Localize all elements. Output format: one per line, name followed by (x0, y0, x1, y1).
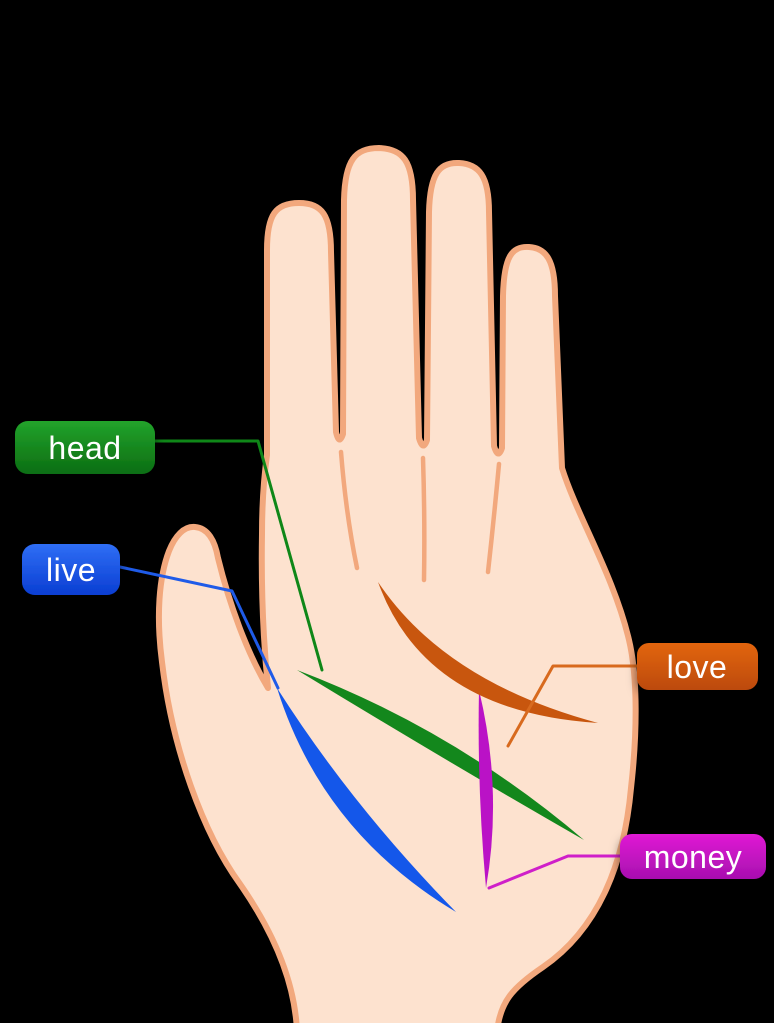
live-connector-line (118, 565, 280, 690)
love-label-background (637, 643, 758, 690)
finger-crease-line (420, 455, 427, 583)
head-label: head (15, 421, 155, 474)
head-connector-line (153, 439, 324, 672)
live-label-background (22, 544, 120, 595)
money-connector-line (487, 854, 622, 890)
finger-crease-line (485, 461, 502, 575)
connectors (118, 439, 639, 890)
love-line (378, 582, 598, 723)
live-label-text: live (46, 552, 96, 588)
money-label-background (620, 834, 766, 879)
love-label-text: love (667, 649, 728, 685)
love-connector-line (506, 664, 639, 748)
head-line (297, 670, 584, 840)
head-label-text: head (48, 430, 121, 466)
finger-creases (338, 449, 502, 583)
finger-crease-line (338, 449, 360, 571)
live-label: live (22, 544, 120, 595)
money-label-text: money (644, 839, 743, 875)
money-line (478, 690, 494, 888)
money-label: money (620, 834, 766, 879)
love-label: love (637, 643, 758, 690)
head-label-background (15, 421, 155, 474)
hand-shape (155, 145, 639, 1023)
